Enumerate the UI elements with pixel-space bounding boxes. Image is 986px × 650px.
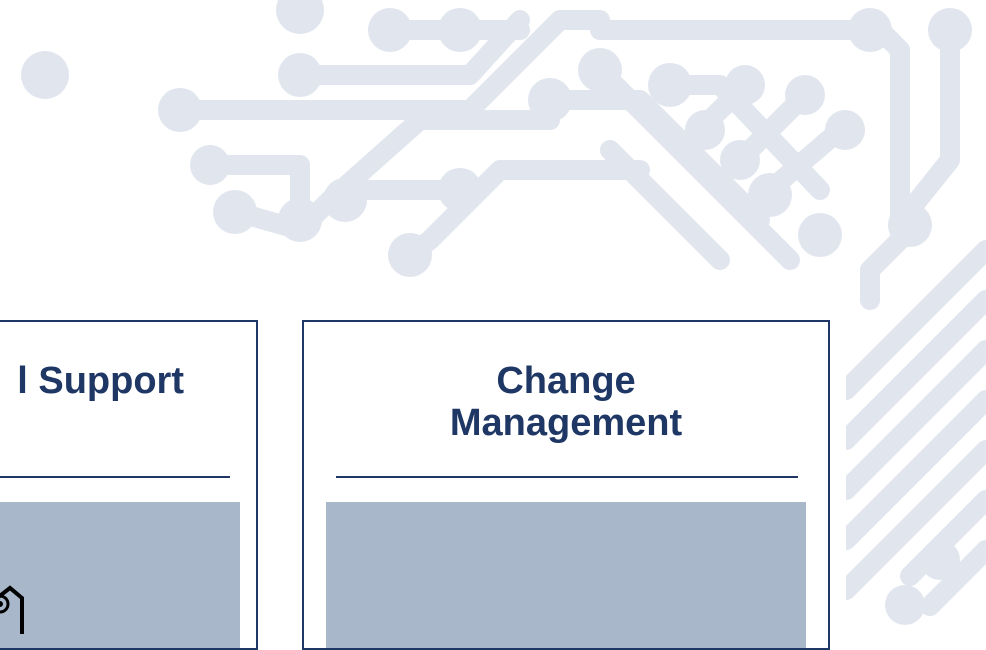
support-card-panel (0, 502, 240, 648)
change-management-title-line1: Change (496, 360, 636, 402)
change-management-card-panel (326, 502, 806, 648)
change-management-card: Change Management (302, 320, 830, 650)
change-management-title-line2: Management (449, 402, 683, 444)
change-management-card-title: Change Management (304, 360, 828, 444)
support-card: l Support (0, 320, 258, 650)
support-card-divider (0, 476, 230, 478)
document-gear-icon (0, 585, 24, 634)
change-management-card-divider (336, 476, 798, 478)
support-card-title: l Support (17, 360, 184, 402)
support-card-title-text: l Support (17, 360, 184, 402)
